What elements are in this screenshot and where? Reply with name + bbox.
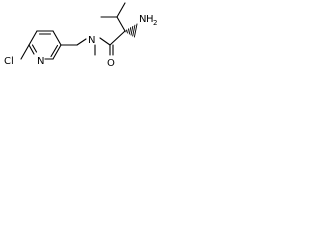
bond-c-cl [20,44,30,60]
bond-c5-c6-inner [50,44,59,58]
bond-isopropyl-me2 [116,2,126,18]
pyridine-ring [28,30,62,60]
bond-c2-n1 [28,44,35,55]
bond-c2-n1-inner [31,44,38,53]
hashed-wedge-bond [125,23,138,38]
amine-subscript-label: 2 [153,19,157,27]
bond-c5-c6 [52,44,62,60]
bond-carbonyl-alpha [109,30,126,46]
amine-nitrogen-label: N [139,14,146,25]
bond-c4-c5 [52,30,62,46]
carbonyl-oxygen-label: O [107,58,115,69]
chemical-structure-diagram: Cl N N O N H 2 [4,2,157,69]
pyridine-nitrogen-label: N [37,56,44,67]
bond-ch2-n [76,38,87,46]
bond-n-carbonyl [99,37,111,46]
bond-c2-c3 [28,30,38,46]
chlorine-atom-label: Cl [4,56,14,67]
amide-nitrogen-label: N [88,35,95,46]
bond-alpha-isopropyl [116,16,126,32]
amine-hydrogen-label: H [146,14,154,25]
